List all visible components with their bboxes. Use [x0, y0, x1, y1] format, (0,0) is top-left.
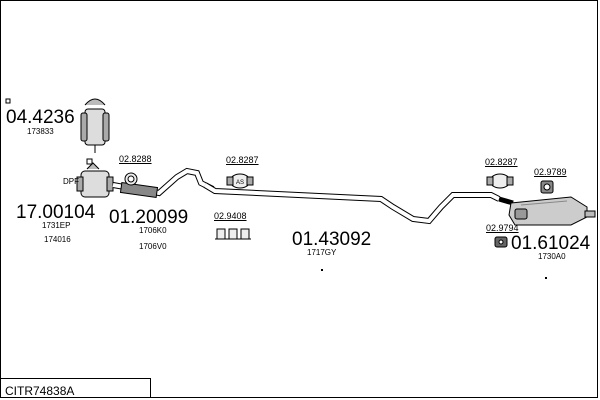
clamp-2-number: 02.8287	[226, 155, 259, 165]
catalyst-shape[interactable]	[80, 98, 110, 153]
front-pipe-sub-2: 1706V0	[139, 242, 167, 251]
front-pipe-shape[interactable]	[112, 167, 215, 199]
reference-box: CITR74838A	[1, 378, 151, 398]
clamp-3-shape[interactable]	[486, 173, 514, 189]
front-pipe-sub-1: 1706K0	[139, 226, 167, 235]
middle-pipe-shape[interactable]	[203, 182, 501, 225]
svg-text:AS: AS	[236, 180, 244, 186]
hanger-2-shape[interactable]	[494, 236, 508, 248]
hanger-1-number: 02.9408	[214, 211, 247, 221]
rear-silencer-shape[interactable]	[498, 196, 596, 226]
dpf-tag: DPF	[63, 177, 79, 186]
middle-pipe-number: 01.43092	[292, 229, 372, 250]
hanger-2-number: 02.9794	[486, 223, 519, 233]
hanger-1-shape[interactable]	[215, 228, 251, 240]
clamp-3-number: 02.8287	[485, 157, 518, 167]
front-pipe-number: 01.20099	[109, 207, 189, 228]
stray-dot-1	[321, 269, 323, 271]
dpf-sub-1: 1731EP	[42, 221, 71, 230]
dpf-marker	[86, 158, 93, 165]
stray-dot-2	[545, 277, 547, 279]
rear-silencer-sub: 1730A0	[538, 252, 566, 261]
clamp-1-shape[interactable]	[124, 172, 138, 186]
catalyst-sub: 173833	[27, 127, 54, 136]
dpf-number: 17.00104	[16, 202, 96, 223]
dpf-shape[interactable]	[76, 162, 114, 198]
catalyst-number: 04.4236	[6, 107, 75, 128]
dpf-sub-2: 174016	[44, 235, 71, 244]
rear-silencer-number: 01.61024	[511, 233, 591, 254]
rubber-mount-number: 02.9789	[534, 167, 567, 177]
clamp-1-number: 02.8288	[119, 154, 152, 164]
reference-code: CITR74838A	[5, 384, 75, 398]
catalyst-marker	[5, 98, 11, 104]
clamp-2-shape[interactable]: AS	[226, 173, 254, 189]
middle-pipe-sub: 1717GY	[307, 248, 337, 257]
rubber-mount-shape[interactable]	[540, 180, 554, 194]
